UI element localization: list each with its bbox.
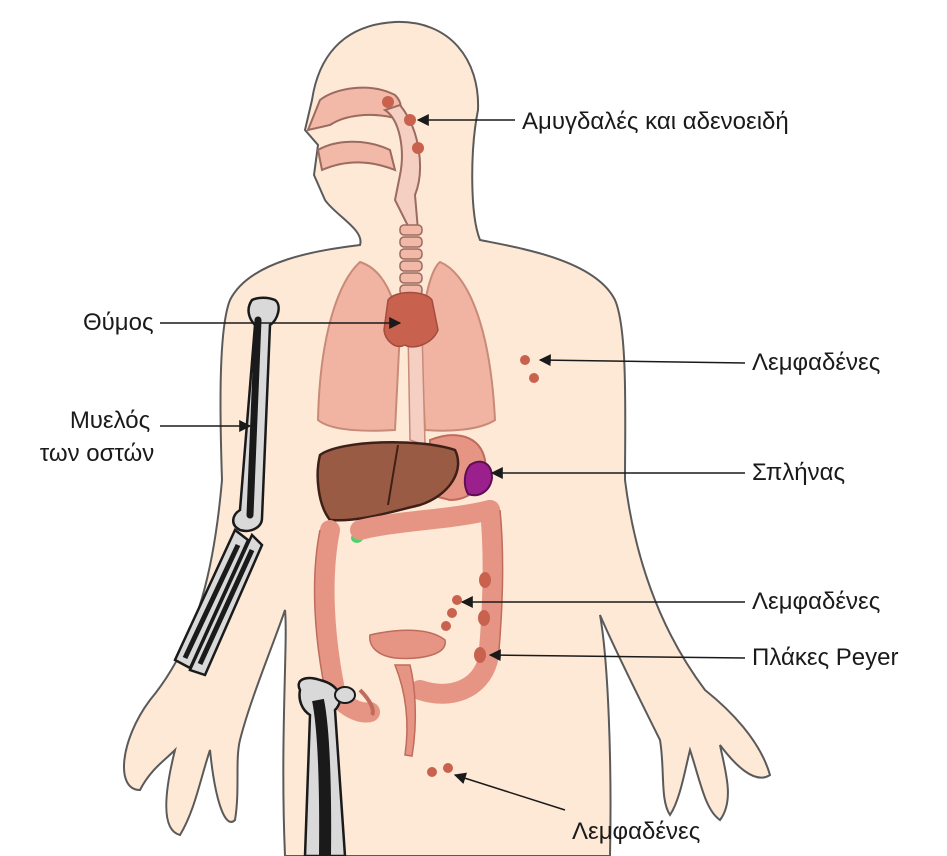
tonsil-dot: [382, 96, 394, 108]
lymph-node-dot: [441, 621, 451, 631]
bone-marrow-label-line1: Μυελός: [46, 407, 174, 435]
lymph-nodes-lower-label: Λεμφαδένες: [572, 818, 700, 846]
lymph-node-dot: [529, 373, 539, 383]
lymph-nodes-middle-label: Λεμφαδένες: [752, 588, 880, 616]
spleen-label: Σπλήνας: [752, 459, 845, 487]
peyer-patches-label: Πλάκες Peyer: [752, 644, 898, 672]
lymph-node-dot: [447, 608, 457, 618]
peyer-patch: [479, 572, 491, 588]
lymph-node-dot: [520, 355, 530, 365]
lymph-node-dot: [443, 763, 453, 773]
lymph-node-dot: [452, 595, 462, 605]
peyer-patch: [478, 610, 490, 626]
lymph-node-dot: [427, 767, 437, 777]
thymus: [384, 293, 438, 347]
small-intestine: [370, 630, 445, 658]
bone-marrow-label-line2: των οστών: [22, 440, 172, 468]
thymus-label: Θύμος: [83, 309, 154, 337]
lymph-nodes-upper-label: Λεμφαδένες: [752, 349, 880, 377]
tonsil-dot: [404, 114, 416, 126]
peyer-patch: [474, 647, 486, 663]
tonsil-dot: [412, 142, 424, 154]
tonsils-label: Αμυγδαλές και αδενοειδή: [522, 108, 789, 136]
